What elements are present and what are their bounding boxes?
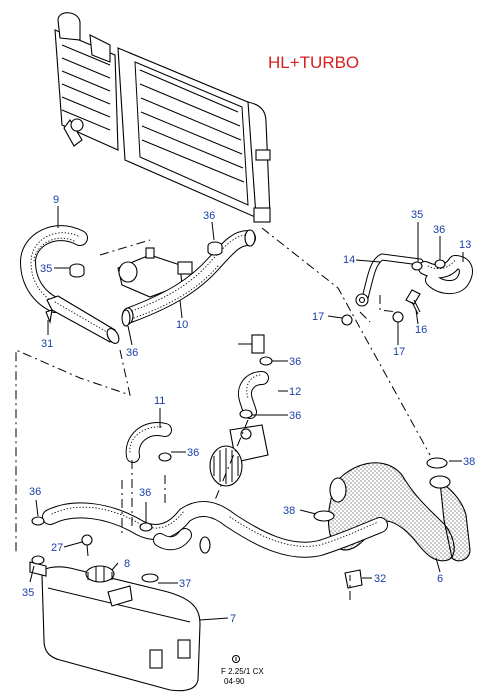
callout-11: 11: [154, 395, 165, 407]
leader-lines: [29, 206, 464, 621]
callout-16: 16: [415, 324, 427, 336]
radiator: [54, 12, 271, 223]
pipe-14: [355, 253, 424, 307]
callout-32: 32: [374, 573, 386, 585]
callout-38: 38: [463, 456, 475, 468]
reference-symbol-icon: [232, 655, 240, 663]
callout-36: 36: [433, 224, 445, 236]
footer: F 2.25/1 CX 04-90: [221, 655, 264, 686]
callout-6: 6: [437, 573, 443, 585]
clamp-35-bottom: [31, 555, 45, 565]
callout-7: 7: [230, 613, 236, 625]
callout-12: 12: [289, 386, 301, 398]
oil-cooler: [209, 424, 269, 487]
hose-10: [122, 229, 256, 325]
clamp-36-lower: [121, 309, 131, 327]
callout-17: 17: [312, 311, 324, 323]
callout-labels: 9 36 35 31 36 10 35 36 14 13 17 16 17 36…: [22, 194, 475, 625]
hose-31: [45, 295, 120, 344]
callout-36: 36: [29, 486, 41, 498]
callout-37: 37: [179, 578, 191, 590]
callout-35: 35: [40, 263, 52, 275]
bolt-16: [405, 289, 421, 315]
callout-36: 36: [126, 347, 138, 359]
bracket-32: [344, 569, 363, 589]
callout-27: 27: [51, 542, 63, 554]
connection-lines: [15, 227, 431, 600]
clamp-37: [141, 573, 159, 583]
callout-36: 36: [289, 410, 301, 422]
hose-12: [238, 371, 269, 419]
clamp-36-bottom-left: [31, 516, 45, 526]
callout-9: 9: [53, 194, 59, 206]
clamp-38-right: [426, 457, 448, 469]
hose-11: [125, 422, 172, 463]
callout-17: 17: [393, 346, 405, 358]
thermostat-housing: [117, 247, 193, 298]
nut-17-right: [392, 311, 404, 323]
clamp-35-right: [411, 261, 423, 271]
callout-36: 36: [139, 487, 151, 499]
callout-38: 38: [283, 505, 295, 517]
clamp-36-upper: [207, 241, 223, 256]
callout-35: 35: [411, 209, 423, 221]
clamp-36-hose11: [158, 452, 172, 462]
footer-code: F 2.25/1 CX: [221, 667, 264, 676]
footer-date: 04-90: [224, 677, 245, 686]
screw-27: [81, 534, 93, 557]
clamp-35-left: [69, 263, 85, 278]
clamp-36-mid2: [239, 409, 253, 419]
fitting-top: [238, 334, 265, 354]
nut-17-left: [341, 314, 353, 326]
clamp-38-mid: [313, 510, 335, 522]
callout-36: 36: [203, 210, 215, 222]
expansion-tank: [29, 561, 201, 692]
callout-10: 10: [176, 319, 188, 331]
diagram-title: HL+TURBO: [268, 53, 359, 72]
clamp-36-mid1: [259, 356, 273, 366]
callout-35: 35: [22, 587, 34, 599]
radiator-outlet: [253, 207, 271, 223]
clamp-36-right: [434, 259, 446, 269]
callout-36: 36: [187, 447, 199, 459]
bottom-hose: [42, 501, 388, 558]
hose-6: [327, 462, 471, 562]
callout-8: 8: [124, 558, 130, 570]
callout-31: 31: [41, 338, 53, 350]
callout-36: 36: [289, 356, 301, 368]
hose-13: [418, 255, 473, 294]
filler-cap-8: [85, 565, 115, 583]
callout-14: 14: [343, 254, 355, 266]
radiator-filler-neck: [57, 12, 81, 41]
hose-9: [20, 225, 88, 313]
callout-13: 13: [459, 239, 471, 251]
clamp-36-bottom-mid: [139, 522, 153, 532]
